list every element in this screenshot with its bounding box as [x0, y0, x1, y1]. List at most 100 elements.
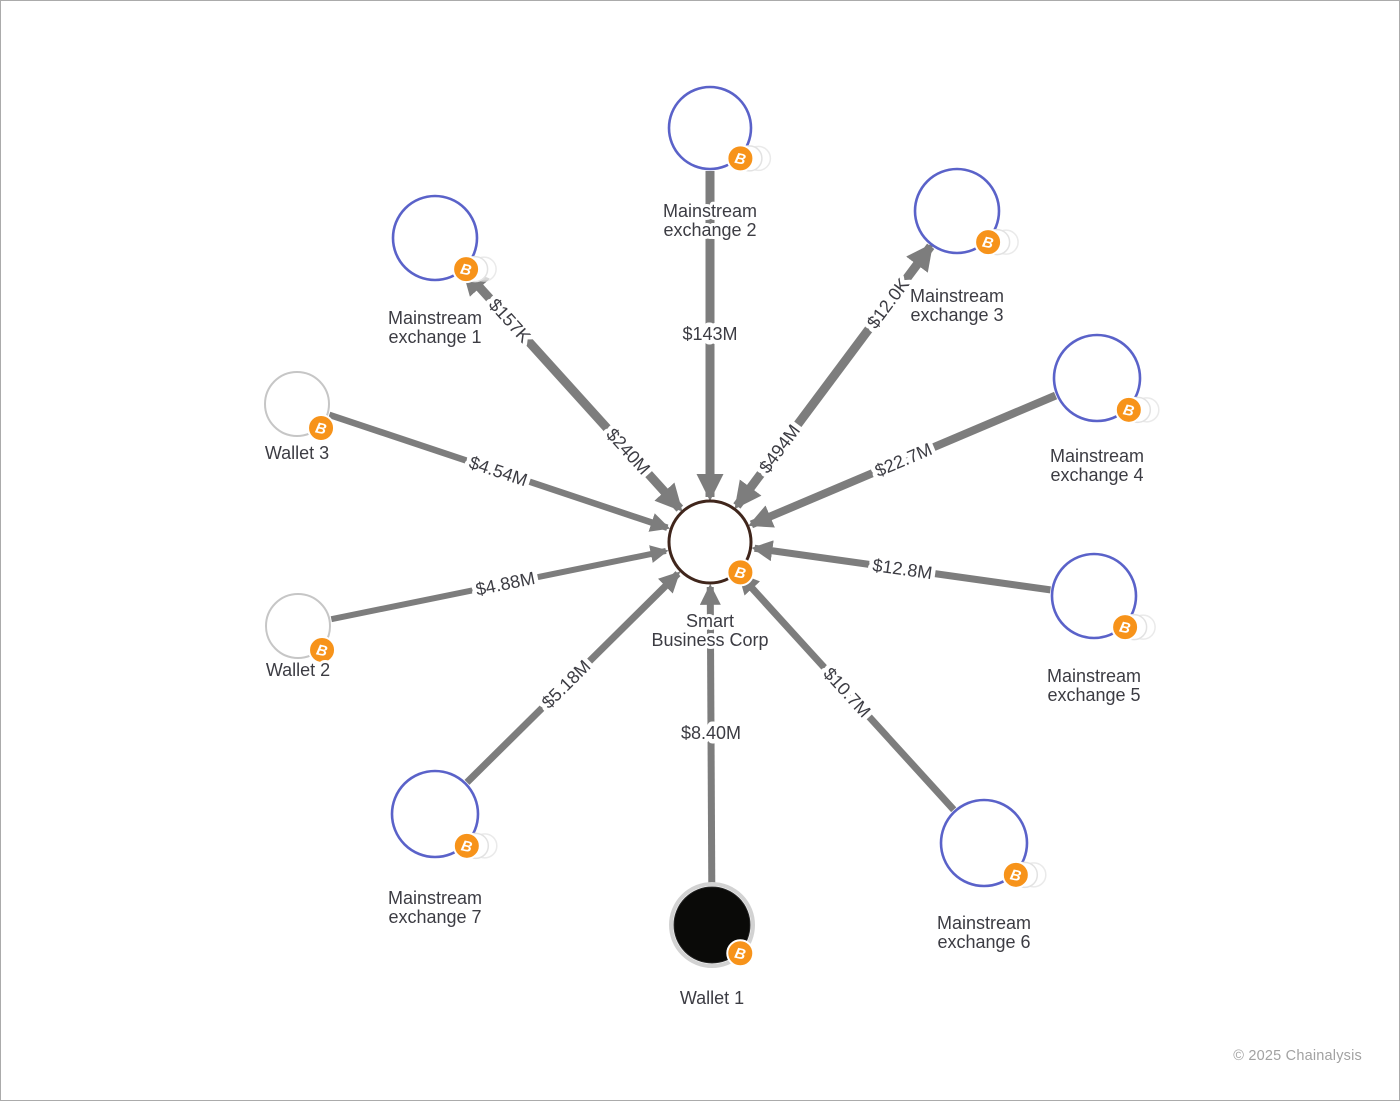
- bitcoin-badge-circle: [452, 831, 481, 860]
- node-label: Mainstream: [1050, 446, 1144, 466]
- bitcoin-badge-circle: [452, 255, 481, 284]
- bitcoin-badge-circle: [308, 636, 337, 665]
- edge-line: [748, 391, 1058, 529]
- bitcoin-icon: B: [1122, 401, 1136, 420]
- edge-line: [330, 545, 669, 623]
- bitcoin-icon: B: [733, 945, 747, 964]
- edge-wallet1-center: [699, 583, 721, 886]
- edge-amount-label: $5.18M: [538, 656, 595, 712]
- edge-layer: [328, 171, 1058, 886]
- edge-wallet2-center: [330, 545, 669, 623]
- edge-amount-label: $22.7M: [872, 439, 935, 481]
- node-label: Mainstream: [1047, 666, 1141, 686]
- edge-line: [733, 243, 935, 510]
- node-label: exchange 2: [663, 220, 756, 240]
- edge-amount-label: $4.54M: [467, 452, 530, 490]
- bitcoin-icon: B: [314, 420, 328, 439]
- node-label: Wallet 3: [265, 443, 329, 463]
- bitcoin-badge-circle: [1114, 395, 1143, 424]
- edge-amount-label: $494M: [755, 421, 804, 477]
- bitcoin-badge-circle: [726, 939, 755, 968]
- bitcoin-icon: B: [460, 837, 474, 856]
- bitcoin-badge-circle: [726, 558, 755, 587]
- node-label: Wallet 1: [680, 988, 744, 1008]
- edge-exchange5-center: [751, 540, 1051, 594]
- bitcoin-badge-circle: [1111, 613, 1140, 642]
- edge-line: [328, 411, 671, 532]
- edge-amount-label: $12.8M: [871, 555, 933, 583]
- node-label: Wallet 2: [266, 660, 330, 680]
- bitcoin-badge-circle: [1001, 860, 1030, 889]
- edge-amount-label: $157K: [485, 295, 535, 347]
- node-circle: [667, 499, 753, 585]
- bitcoin-badge: B: [726, 144, 755, 173]
- edge-exchange1-center: [461, 267, 684, 512]
- node-label: exchange 7: [388, 907, 481, 927]
- bitcoin-badge: B: [974, 228, 1003, 257]
- edge-line: [461, 267, 684, 512]
- node-circle: [667, 85, 753, 171]
- bitcoin-badge: B: [1111, 613, 1140, 642]
- node-circle: [1052, 333, 1142, 423]
- node-label: exchange 3: [910, 305, 1003, 325]
- bitcoin-badge-circle: [307, 414, 336, 443]
- node-label: exchange 1: [388, 327, 481, 347]
- node-label: Mainstream: [937, 913, 1031, 933]
- bitcoin-badge: B: [452, 831, 481, 860]
- node-wallet1: B Wallet 1: [669, 882, 755, 1011]
- node-circle: [913, 167, 1001, 255]
- bitcoin-icon: B: [1009, 866, 1023, 885]
- node-label: Mainstream: [910, 286, 1004, 306]
- bitcoin-badge-circle: [974, 228, 1003, 257]
- bitcoin-icon: B: [459, 261, 473, 280]
- bitcoin-icon: B: [733, 150, 747, 169]
- bitcoin-badge: B: [726, 939, 755, 968]
- edge-exchange3-center: [733, 243, 935, 510]
- node-label: exchange 4: [1050, 465, 1143, 485]
- bitcoin-icon: B: [1118, 619, 1132, 638]
- edge-line: [699, 583, 721, 886]
- node-circle: [939, 798, 1029, 888]
- edge-wallet3-center: [328, 411, 671, 532]
- edge-exchange7-center: [464, 571, 681, 785]
- node-label: exchange 6: [937, 932, 1030, 952]
- node-circle: [1050, 552, 1138, 640]
- node-label: Mainstream: [663, 201, 757, 221]
- bitcoin-badge-circle: [726, 144, 755, 173]
- node-circle: [391, 194, 479, 282]
- bitcoin-badge: B: [452, 255, 481, 284]
- edge-amount-label: $4.88M: [474, 568, 537, 600]
- bitcoin-badge: B: [1114, 395, 1143, 424]
- node-label: Mainstream: [388, 888, 482, 908]
- bitcoin-icon: B: [315, 642, 329, 661]
- copyright-watermark: © 2025 Chainalysis: [1233, 1048, 1362, 1064]
- node-outer-ring: [669, 882, 755, 968]
- bitcoin-badge: B: [726, 558, 755, 587]
- edge-line: [737, 572, 957, 813]
- edge-exchange4-center: [748, 391, 1058, 529]
- edge-amount-label: $12.0K: [863, 275, 913, 333]
- node-wallet3: B Wallet 3: [262, 371, 336, 466]
- edge-exchange6-center: [737, 572, 957, 813]
- node-label: Business Corp: [651, 630, 768, 650]
- bitcoin-badge: B: [1001, 860, 1030, 889]
- edge-amount-label: $8.40M: [681, 723, 741, 743]
- node-label: exchange 5: [1047, 685, 1140, 705]
- node-label: Mainstream: [388, 308, 482, 328]
- edge-line: [464, 571, 681, 785]
- node-label: Smart: [686, 611, 734, 631]
- edge-amount-label: $143M: [682, 324, 737, 344]
- bitcoin-icon: B: [733, 564, 747, 583]
- node-circle: [390, 769, 480, 859]
